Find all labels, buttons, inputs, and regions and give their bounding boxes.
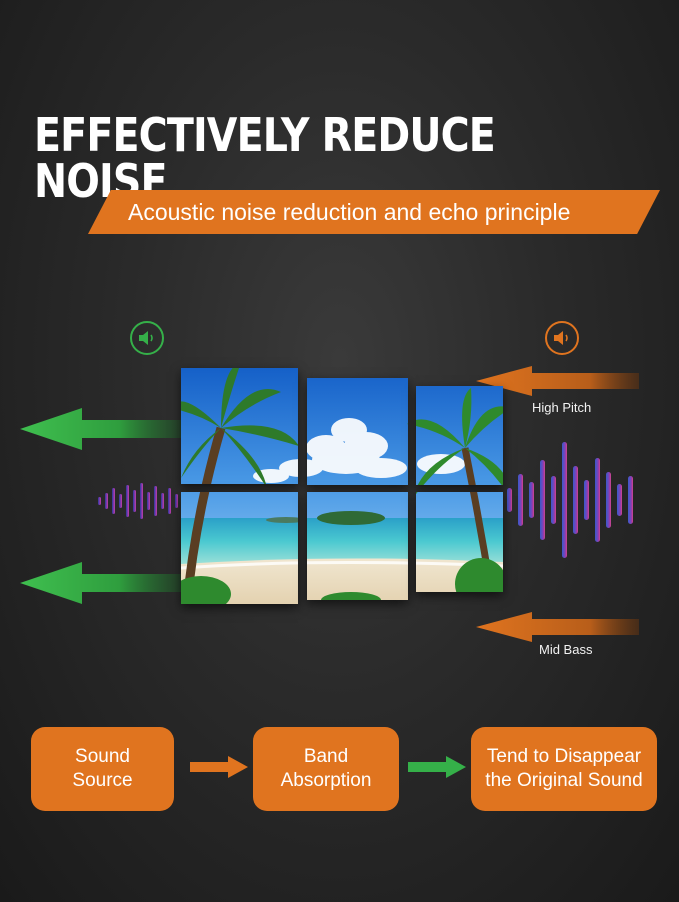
banner-background: [88, 190, 660, 234]
panel-top-right: [416, 386, 503, 485]
step-sound-disappears: Tend to Disappear the Original Sound: [471, 727, 657, 811]
high-pitch-label: High Pitch: [532, 400, 592, 415]
step-arrow-green: [408, 756, 466, 778]
reflected-sound-arrow-top: [20, 408, 185, 450]
step-band-absorption: Band Absorption: [253, 727, 399, 811]
speaker-orange-icon: [554, 331, 568, 345]
headline: EFFECTIVELY REDUCE NOISE: [34, 108, 496, 208]
step-sound-source: Sound Source: [31, 727, 174, 811]
banner-text: Acoustic noise reduction and echo princi…: [128, 199, 571, 225]
incoming-sound-wave: [507, 442, 633, 558]
mid-bass-arrow: [476, 612, 639, 642]
absorbed-sound-wave: [98, 483, 178, 519]
panel-bottom-right: [416, 492, 503, 592]
acoustic-panel-grid: [181, 368, 503, 604]
speaker-green-icon: [139, 331, 153, 345]
panel-bottom-left: [181, 492, 298, 604]
panel-top-left: [181, 368, 298, 484]
mid-bass-label: Mid Bass: [539, 642, 593, 657]
speaker-icon: [545, 321, 579, 355]
panel-bottom-center: [307, 492, 408, 600]
reflected-sound-arrow-bottom: [20, 562, 185, 604]
step-arrow-orange: [190, 756, 248, 778]
speaker-icon: [130, 321, 164, 355]
high-pitch-arrow: [476, 366, 639, 396]
panel-top-center: [307, 378, 408, 485]
